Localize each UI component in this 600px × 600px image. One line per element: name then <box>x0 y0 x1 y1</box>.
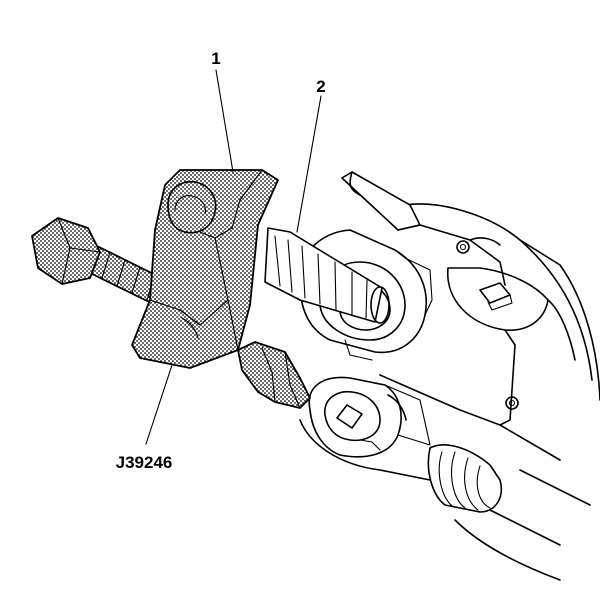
leader-line-tool <box>145 364 173 445</box>
lower-spring <box>427 444 502 513</box>
callout-1: 1 <box>211 49 220 68</box>
callout-tool: J39246 <box>116 453 173 472</box>
leader-line-1 <box>215 69 234 173</box>
leader-line-2 <box>296 95 322 233</box>
housing <box>299 171 600 581</box>
callout-2: 2 <box>316 77 325 96</box>
lower-socket <box>308 376 431 458</box>
splined-shaft <box>264 227 390 324</box>
tool-j39246 <box>31 169 311 409</box>
leader-lines <box>145 69 322 445</box>
